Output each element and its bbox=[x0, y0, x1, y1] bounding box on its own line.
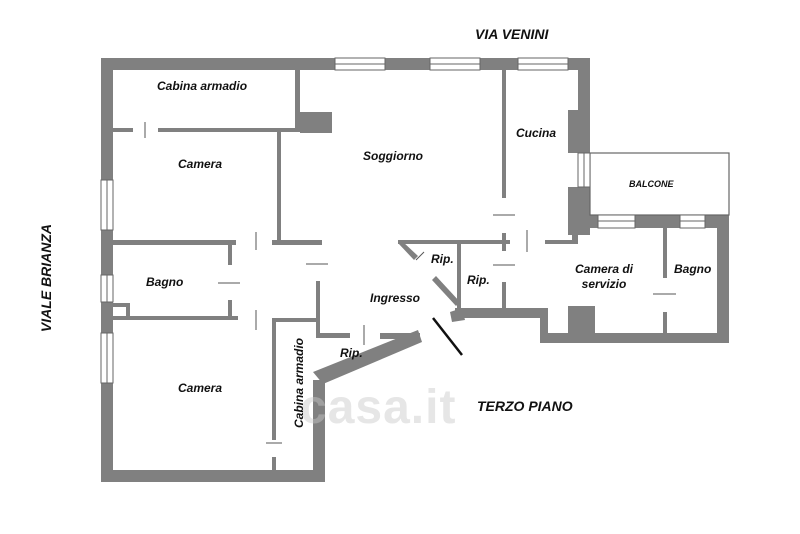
street-left: VIALE BRIANZA bbox=[38, 223, 55, 333]
door-marks bbox=[144, 122, 676, 444]
room-ingresso: Ingresso bbox=[370, 291, 421, 305]
room-camera-1: Camera bbox=[178, 157, 223, 171]
balcony bbox=[589, 152, 730, 216]
street-top: VIA VENINI bbox=[475, 26, 549, 42]
room-soggiorno: Soggiorno bbox=[363, 149, 423, 163]
room-bagno-2: Bagno bbox=[674, 262, 712, 276]
room-bagno-1: Bagno bbox=[146, 275, 184, 289]
room-balcone: BALCONE bbox=[629, 179, 674, 189]
room-cabina-armadio-2: Cabina armadio bbox=[292, 337, 307, 429]
watermark: casa.it bbox=[300, 381, 457, 434]
room-rip-3: Rip. bbox=[340, 346, 363, 360]
room-cabina-armadio-1: Cabina armadio bbox=[157, 79, 248, 93]
room-rip-1: Rip. bbox=[431, 252, 454, 266]
floor-label: TERZO PIANO bbox=[477, 398, 573, 414]
room-camera-servizio: Camera di servizio bbox=[574, 262, 634, 291]
windows bbox=[100, 57, 706, 384]
room-camera-2: Camera bbox=[178, 381, 223, 395]
room-cucina: Cucina bbox=[516, 126, 557, 140]
entrance-door bbox=[432, 317, 463, 356]
room-rip-2: Rip. bbox=[467, 273, 490, 287]
